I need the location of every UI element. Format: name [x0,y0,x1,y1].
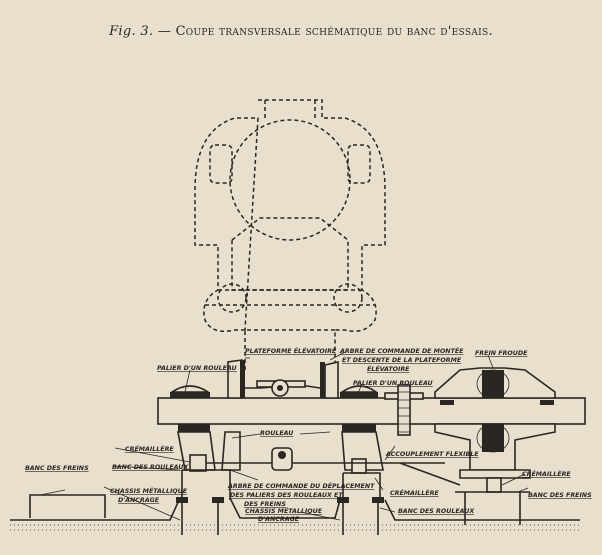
figure-number: Fig. 3. [109,24,154,39]
label-arbre-montee-1: ARBRE DE COMMANDE DE MONTÉE [339,346,464,355]
label-arbre-deplacement-2: DES PALIERS DES ROULEAUX ET [230,492,343,499]
label-cremaillere-left: CRÉMAILLÈRE [125,444,174,453]
leader-lines [39,351,529,521]
figure-caption: Fig. 3. — Coupe transversale schématique… [0,24,602,39]
label-arbre-montee-2: ET DESCENTE DE LA PLATEFORME [342,357,462,364]
displacement-drive-shaft [206,447,461,486]
roller-bench-middle [337,431,384,535]
label-chassis-mid-1: CHASSIS MÉTALLIQUE [245,506,323,515]
locomotive-outline [194,99,386,370]
label-chassis-left-1: CHASSIS MÉTALLIQUE [110,486,188,495]
caption-dash: — [153,24,176,39]
figure-title: Coupe transversale schématique du banc d… [175,24,493,39]
label-palier-rouleau-left: PALIER D'UN ROULEAU [157,365,237,372]
label-cremaillere-mid: CRÉMAILLÈRE [390,488,439,497]
label-accouplement-flexible: ACCOUPLEMENT FLEXIBLE [385,451,479,458]
ground-hatching [10,524,580,531]
label-banc-rouleaux-left: BANC DES ROULEAUX [112,464,189,471]
label-cremaillere-right: CRÉMAILLÈRE [522,469,571,478]
label-chassis-mid-2: D'ANCRAGE [258,516,300,523]
main-shaft-beam [157,397,586,425]
label-rouleau: ROULEAU [260,430,293,437]
brake-bench-left [29,494,106,518]
flexible-coupling [384,384,424,436]
roller-bearing-left [169,385,211,432]
roller-bench-left [176,431,241,535]
elevating-platform [227,359,339,399]
label-banc-freins-left: BANC DES FREINS [25,465,89,472]
ground-foundation [10,497,580,521]
label-arbre-montee-3: ÉLÉVATOIRE [367,364,410,373]
label-banc-rouleaux-right: BANC DES ROULEAUX [398,508,475,515]
label-frein-froude: FREIN FROUDE [475,350,528,357]
roller-bearing-right [339,385,379,432]
label-plateforme-elevatoire: PLATEFORME ÉLÉVATOIRE [245,346,337,355]
label-palier-rouleau-right: PALIER D'UN ROULEAU [353,380,433,387]
label-arbre-deplacement-3: DES FREINS [244,501,286,508]
label-chassis-left-2: D'ANCRAGE [118,497,160,504]
label-arbre-deplacement-1: ARBRE DE COMMANDE DU DÉPLACEMENT [227,481,375,490]
froude-brake [434,367,556,525]
label-banc-freins-right: BANC DES FREINS [528,492,592,499]
